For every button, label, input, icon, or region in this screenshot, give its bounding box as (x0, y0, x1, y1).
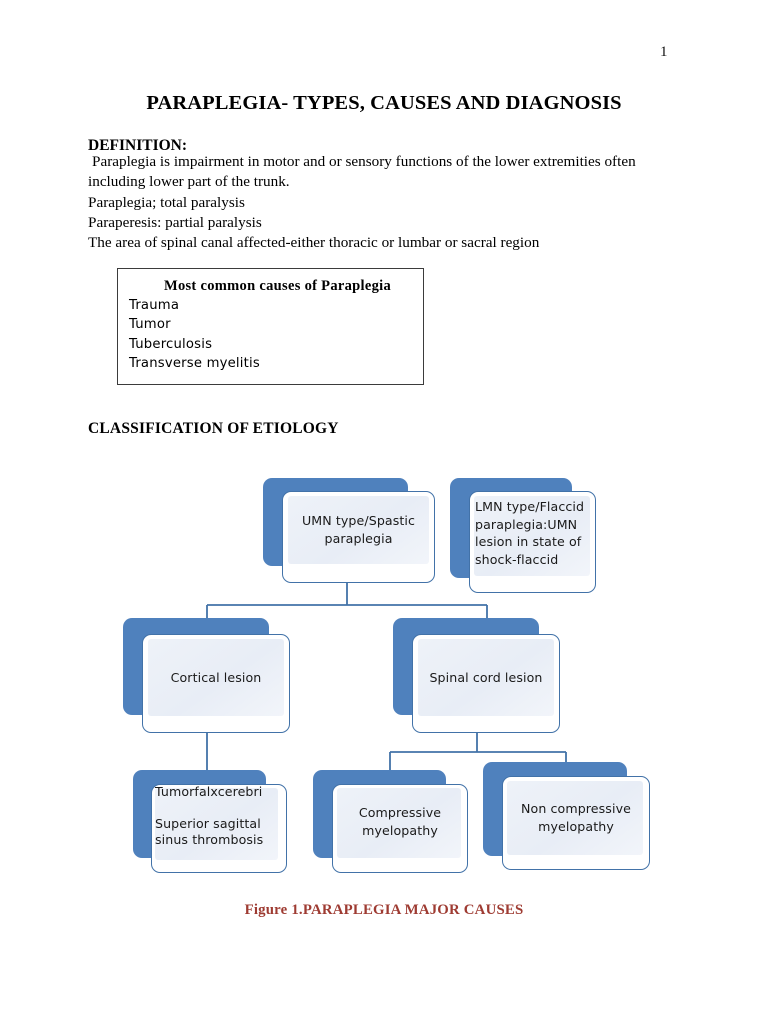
node-panel (337, 788, 461, 858)
classification-heading: CLASSIFICATION OF ETIOLOGY (88, 420, 339, 437)
node-label: LMN type/Flaccid paraplegia:UMN lesion i… (475, 499, 585, 567)
node-lmn[interactable]: LMN type/Flaccid paraplegia:UMN lesion i… (450, 478, 596, 593)
node-panel (418, 639, 554, 716)
common-causes-list: Trauma Tumor Tuberculosis Transverse mye… (129, 296, 423, 373)
node-panel (507, 781, 643, 855)
node-non-compressive-myelopathy[interactable]: Non compressive myelopathy (483, 762, 650, 872)
list-item: Transverse myelitis (129, 355, 260, 371)
definition-line-1: Paraplegia is impairment in motor and or… (92, 153, 636, 170)
node-cortical-lesion[interactable]: Cortical lesion (123, 618, 290, 733)
definition-line-4: Paraperesis: partial paralysis (88, 213, 262, 231)
node-umn[interactable]: UMN type/Spastic paraplegia (263, 478, 435, 583)
node-label: Spinal cord lesion (429, 670, 543, 685)
figure-caption: Figure 1.PARAPLEGIA MAJOR CAUSES (244, 902, 524, 918)
common-causes-box: Most common causes of Paraplegia Trauma … (117, 268, 424, 385)
node-panel (288, 496, 429, 564)
page-number: 1 (660, 44, 668, 60)
node-tumorfalxcerebri[interactable]: Tumorfalxcerebri Superior sagittal sinus… (133, 770, 287, 873)
common-causes-title: Most common causes of Paraplegia (163, 278, 392, 294)
node-label: Cortical lesion (170, 670, 262, 685)
node-label: UMN type/Spastic paraplegia (301, 513, 416, 546)
definition-line-5: The area of spinal canal affected-either… (88, 234, 540, 252)
node-label: Tumorfalxcerebri Superior sagittal sinus… (155, 784, 264, 847)
node-compressive-myelopathy[interactable]: Compressive myelopathy (313, 770, 468, 873)
definition-line-3: Paraplegia; total paralysis (88, 193, 245, 211)
list-item: Trauma (129, 298, 180, 313)
node-panel (155, 788, 278, 860)
node-label: Non compressive myelopathy (521, 801, 631, 834)
list-item: Tumor (129, 317, 171, 333)
node-panel (474, 496, 590, 576)
node-panel (148, 639, 284, 716)
definition-body: Paraplegia is impairment in motor and or… (88, 152, 648, 253)
definition-heading: DEFINITION: (88, 137, 188, 154)
node-spinal-cord-lesion[interactable]: Spinal cord lesion (393, 618, 560, 733)
page-title: PARAPLEGIA- TYPES, CAUSES AND DIAGNOSIS (146, 92, 622, 114)
list-item: Tuberculosis (129, 336, 213, 352)
definition-line-2: including lower part of the trunk. (88, 173, 290, 191)
node-label: Compressive myelopathy (358, 805, 442, 838)
